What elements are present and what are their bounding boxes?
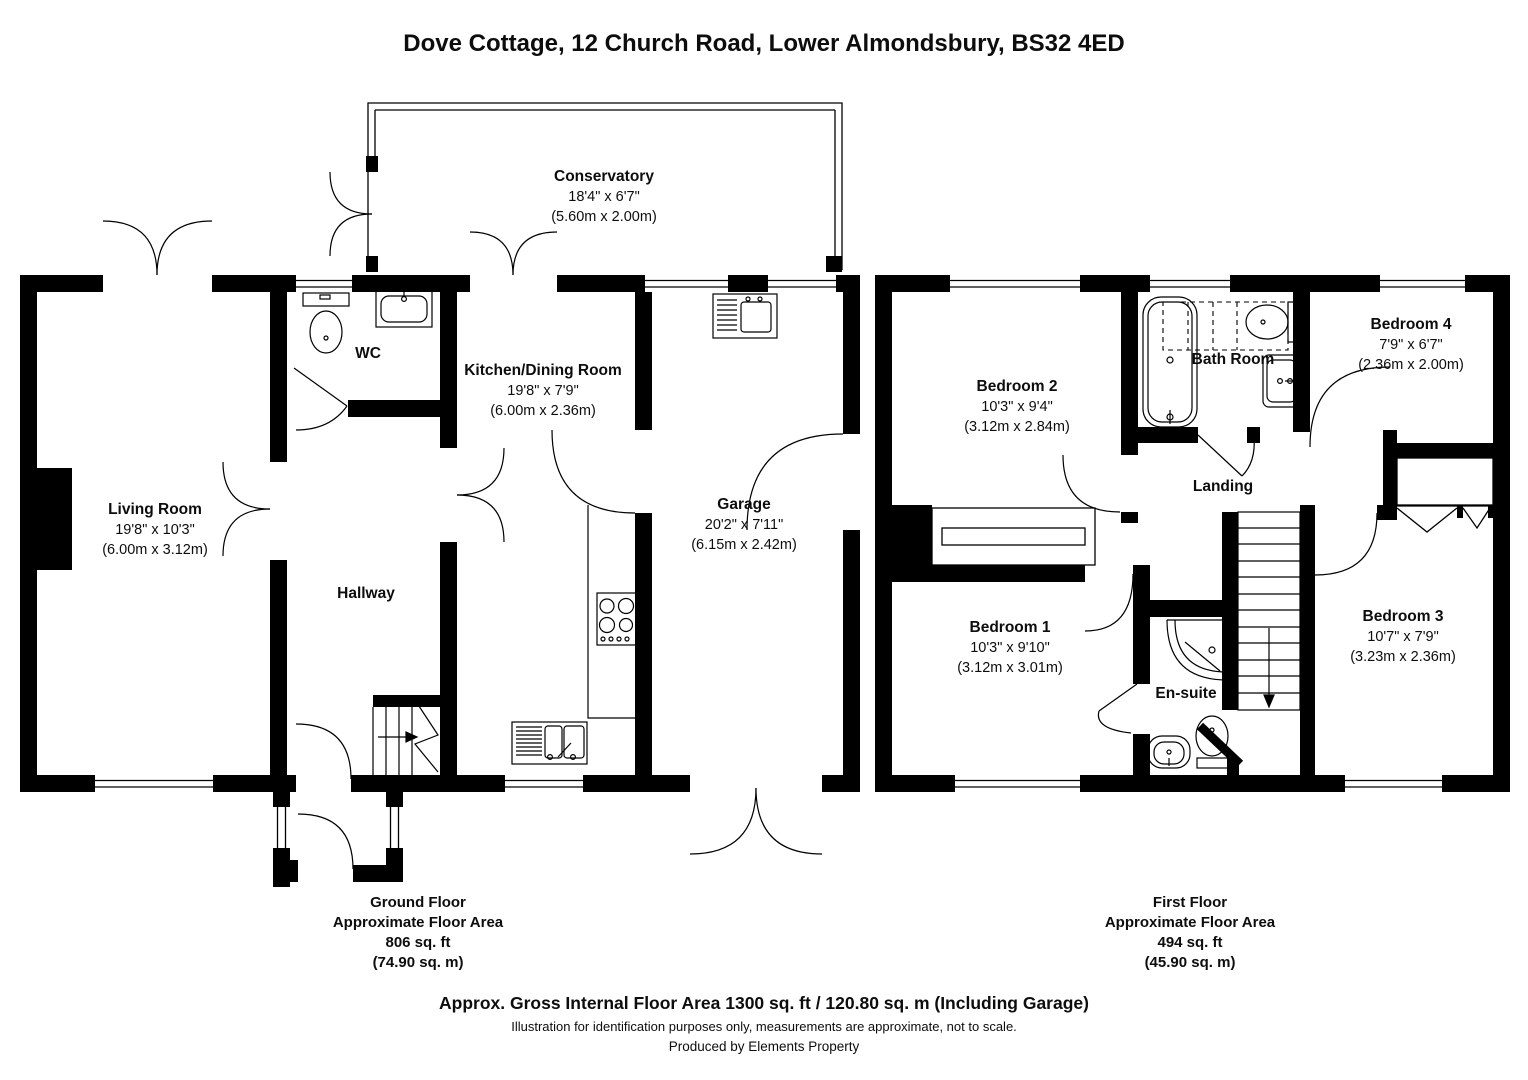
conservatory-glazing xyxy=(367,102,843,270)
room-label-bedroom-1: Bedroom 1 10'3" x 9'10" (3.12m x 3.01m) xyxy=(957,619,1063,676)
room-label-bedroom-3: Bedroom 3 10'7" x 7'9" (3.23m x 2.36m) xyxy=(1350,608,1456,665)
room-label-hallway: Hallway xyxy=(337,585,395,602)
ground-floor-walls xyxy=(20,156,860,887)
kitchen-sink-icon xyxy=(511,721,588,765)
wc-fixtures xyxy=(302,290,433,354)
windows xyxy=(95,279,1465,848)
ground-floor-summary: Ground Floor Approximate Floor Area 806 … xyxy=(332,894,504,971)
gross-area-text: Approx. Gross Internal Floor Area 1300 s… xyxy=(439,993,1089,1013)
toilet-icon xyxy=(1245,304,1289,340)
disclaimer-text: Illustration for identification purposes… xyxy=(511,1019,1017,1034)
toilet-icon xyxy=(302,292,350,307)
room-label-bedroom-2: Bedroom 2 10'3" x 9'4" (3.12m x 2.84m) xyxy=(964,378,1070,435)
producer-text: Produced by Elements Property xyxy=(668,1039,860,1054)
room-label-conservatory: Conservatory 18'4" x 6'7" (5.60m x 2.00m… xyxy=(551,168,657,225)
room-label-landing: Landing xyxy=(1192,478,1254,495)
closet-strip xyxy=(931,507,1096,566)
stairs-first-icon xyxy=(1196,511,1301,768)
page-title: Dove Cottage, 12 Church Road, Lower Almo… xyxy=(403,30,1125,57)
room-label-living-room: Living Room 19'8" x 10'3" (6.00m x 3.12m… xyxy=(102,501,208,558)
bathroom-dashed-area xyxy=(1162,301,1289,351)
bath-icon xyxy=(1142,296,1198,428)
stairs-ground-icon xyxy=(372,696,439,775)
sink-icon xyxy=(1262,354,1301,408)
room-label-garage: Garage 20'2" x 7'11" (6.15m x 2.42m) xyxy=(691,496,797,553)
door-arcs xyxy=(102,171,1391,870)
room-label-kitchen-dining: Kitchen/Dining Room 19'8" x 7'9" (6.00m … xyxy=(464,362,622,419)
kitchen-fixtures xyxy=(511,505,638,765)
bathroom-fixtures xyxy=(1142,296,1301,428)
ensuite-fixtures xyxy=(1147,619,1229,769)
shower-icon xyxy=(1167,619,1228,680)
first-floor-walls xyxy=(875,275,1510,792)
garage-sink-icon xyxy=(712,293,778,339)
room-label-en-suite: En-suite xyxy=(1155,685,1217,702)
sink-icon xyxy=(1147,735,1191,769)
toilet-icon xyxy=(1195,715,1229,757)
room-label-bath-room: Bath Room xyxy=(1191,351,1275,368)
room-label-bedroom-4: Bedroom 4 7'9" x 6'7" (2.36m x 2.00m) xyxy=(1358,316,1464,373)
hob-icon xyxy=(596,592,638,646)
wardrobe-bifold-doors xyxy=(1396,457,1494,533)
room-label-wc: WC xyxy=(355,345,381,362)
first-floor-summary: First Floor Approximate Floor Area 494 s… xyxy=(1104,894,1276,971)
